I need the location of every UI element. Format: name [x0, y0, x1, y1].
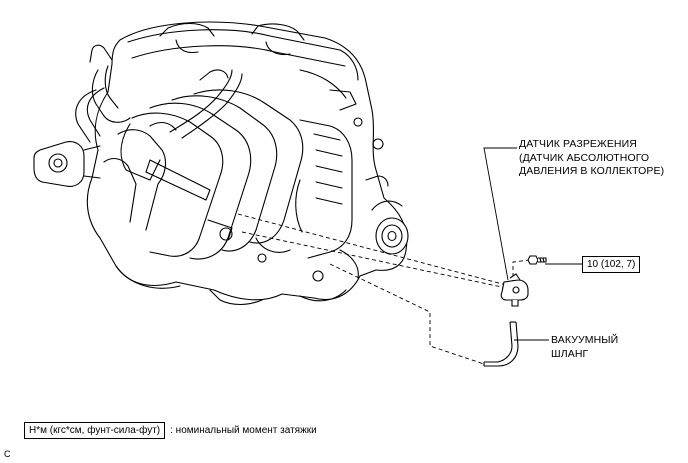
legend-description: : номинальный момент затяжки [170, 425, 317, 436]
vacuum-hose-callout-line-2: ШЛАНГ [551, 347, 589, 360]
vacuum-hose-callout-line-1: ВАКУУМНЫЙ [551, 334, 619, 346]
vacuum-sensor-callout-line-2: (ДАТЧИК АБСОЛЮТНОГО [519, 151, 650, 164]
vacuum-hose-icon [483, 321, 519, 367]
vacuum-sensor-callout-line-1: ДАТЧИК РАЗРЕЖЕНИЯ [519, 138, 637, 150]
map-sensor-icon [500, 273, 529, 307]
engine-illustration [33, 21, 409, 306]
figure-code: C [4, 449, 11, 459]
vacuum-sensor-callout-line-3: ДАВЛЕНИЯ В КОЛЛЕКТОРЕ) [519, 165, 665, 177]
vacuum-hose-callout: ВАКУУМНЫЙ ШЛАНГ [551, 334, 618, 361]
bolt-icon [527, 255, 547, 265]
vacuum-sensor-callout: ДАТЧИК РАЗРЕЖЕНИЯ (ДАТЧИК АБСОЛЮТНОГО ДА… [519, 138, 664, 179]
torque-legend: Н*м (кгс*см, фунт-сила-фут) : номинальны… [24, 422, 317, 439]
leader-lines [483, 147, 582, 341]
torque-spec-box: 10 (102, 7) [582, 256, 641, 273]
legend-unit-box: Н*м (кгс*см, фунт-сила-фут) [24, 422, 166, 439]
